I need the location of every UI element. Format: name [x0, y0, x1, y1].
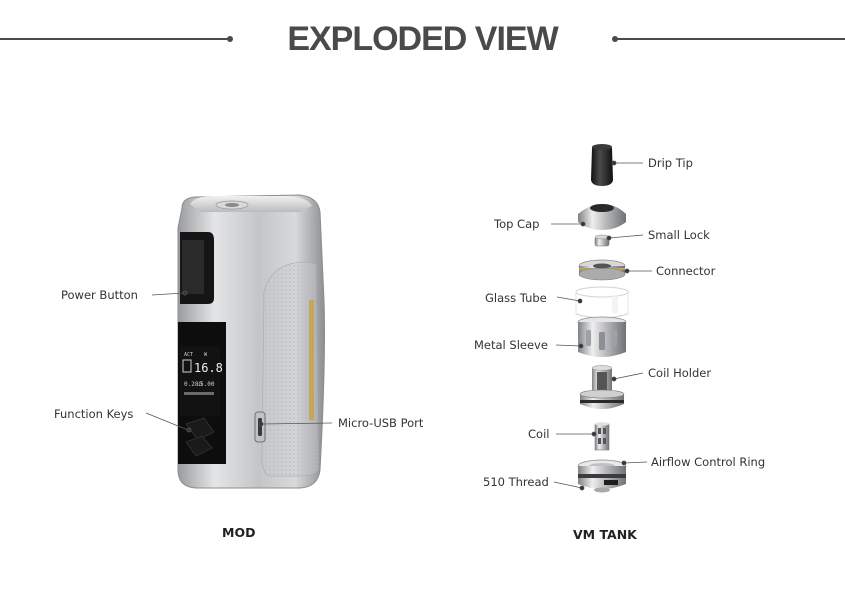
top-cap-part: [578, 204, 626, 230]
label-micro-usb-port: Micro-USB Port: [338, 416, 424, 430]
title-rule-left-dot: [227, 36, 233, 42]
page-title: EXPLODED VIEW: [287, 20, 558, 58]
mod-device: ACT W 16.8 0.28Ω 5.00: [177, 194, 325, 489]
title-rule-left: [0, 38, 230, 40]
section-label-mod: MOD: [222, 525, 256, 540]
small-lock-part: [594, 234, 610, 247]
screen-value-big: 16.8: [194, 361, 223, 375]
base-part: [577, 459, 627, 493]
label-connector: Connector: [656, 264, 716, 278]
svg-text:ACT: ACT: [184, 352, 193, 358]
tank-leader-lines: [551, 160, 652, 491]
label-function-keys: Function Keys: [54, 407, 134, 421]
header: EXPLODED VIEW: [0, 0, 845, 80]
label-airflow-control-ring: Airflow Control Ring: [651, 455, 766, 469]
svg-text:0.28Ω: 0.28Ω: [184, 381, 202, 388]
label-510-thread: 510 Thread: [483, 475, 549, 489]
tank-components: [575, 144, 629, 493]
coil-holder-part: [579, 365, 625, 409]
label-coil: Coil: [528, 427, 550, 441]
drip-tip-part: [591, 144, 613, 186]
svg-text:W: W: [204, 352, 208, 358]
metal-sleeve-part: [577, 316, 627, 357]
screen-value-small: 5.00: [200, 381, 215, 388]
label-power-button: Power Button: [61, 288, 138, 302]
mod-leader-lines: [145, 290, 333, 433]
label-top-cap: Top Cap: [494, 217, 540, 231]
section-label-vm-tank: VM TANK: [573, 527, 637, 542]
label-small-lock: Small Lock: [648, 228, 710, 242]
title-rule-right: [615, 38, 845, 40]
connector-part: [578, 259, 626, 281]
label-glass-tube: Glass Tube: [485, 291, 547, 305]
coil-part: [594, 422, 610, 451]
label-drip-tip: Drip Tip: [648, 156, 693, 170]
glass-tube-part: [575, 286, 629, 319]
label-coil-holder: Coil Holder: [648, 366, 712, 380]
label-metal-sleeve: Metal Sleeve: [474, 338, 548, 352]
